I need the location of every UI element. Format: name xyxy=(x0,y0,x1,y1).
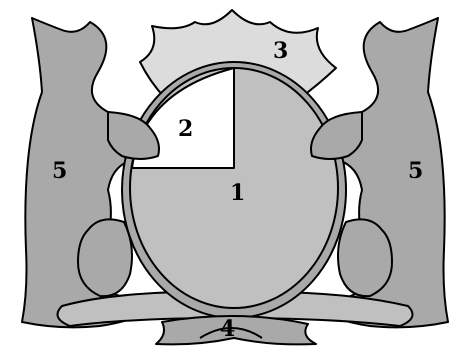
label-part-5-left: 5 xyxy=(52,158,67,184)
supporter-right-lower xyxy=(338,219,392,296)
label-part-5-right: 5 xyxy=(408,158,423,184)
label-part-3: 3 xyxy=(273,38,288,64)
ribbon-part-4 xyxy=(156,316,316,344)
label-part-1: 1 xyxy=(230,180,245,206)
label-part-4: 4 xyxy=(220,316,235,342)
supporter-left-lower xyxy=(78,219,132,296)
label-part-2: 2 xyxy=(178,116,193,142)
